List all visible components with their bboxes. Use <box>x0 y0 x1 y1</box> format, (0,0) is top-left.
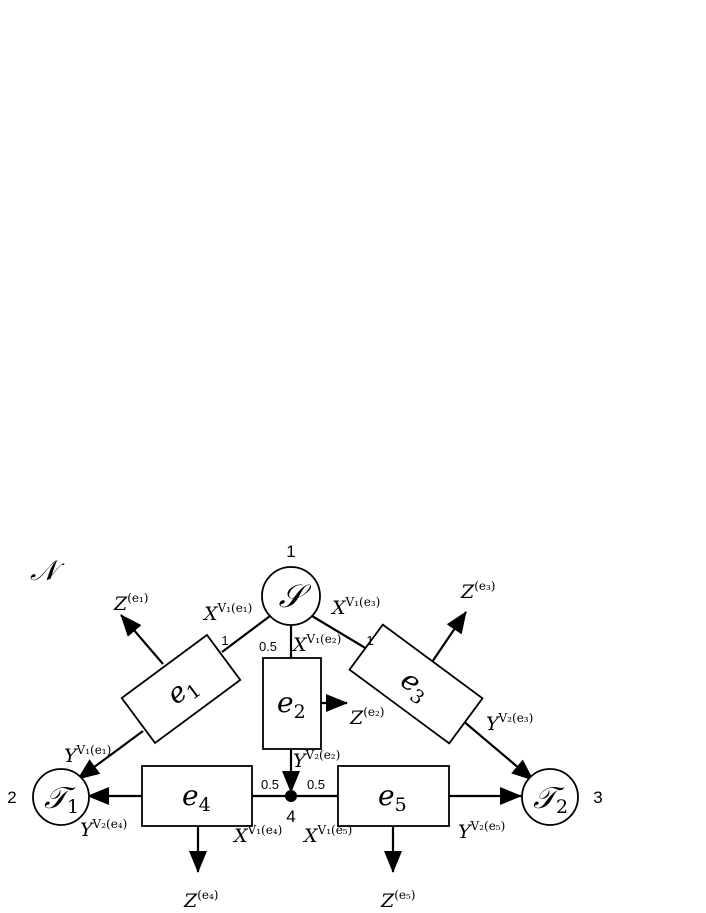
junction-id: 4 <box>286 807 295 826</box>
arrow-e1-t1 <box>77 730 144 780</box>
variable-label: XV₁(e₃) <box>330 595 380 619</box>
edge-e2: e2 <box>262 657 322 750</box>
variable-label: XV₁(e₅) <box>302 823 352 847</box>
weight-label: 0.5 <box>307 777 325 792</box>
variable-label: XV₁(e₁) <box>202 601 252 625</box>
weight-label: 0.5 <box>261 777 279 792</box>
variable-label: Z(e₁) <box>113 591 148 615</box>
variable-label: XV₁(e₄) <box>232 823 282 847</box>
source-id: 1 <box>286 542 295 561</box>
line-s-e3 <box>311 615 373 653</box>
arrow-z-e1 <box>120 614 164 665</box>
terminal2-id: 3 <box>593 788 602 807</box>
node-junction: 4 <box>285 790 297 826</box>
variable-label: YV₁(e₁) <box>64 743 111 767</box>
line-s-e1 <box>221 615 271 653</box>
variable-label: Z(e₃) <box>460 579 495 603</box>
arrow-z-e3 <box>431 611 467 663</box>
variable-label: YV₂(e₄) <box>80 817 127 841</box>
edge-e4: e4 <box>141 765 253 827</box>
variable-label: XV₁(e₂) <box>291 632 341 656</box>
weight-label: 1 <box>366 633 373 648</box>
node-source: 𝒮 1 <box>261 542 321 626</box>
terminal1-id: 2 <box>7 788 16 807</box>
edge-e2-label: e2 <box>277 686 306 723</box>
node-terminal2: 𝒯2 3 <box>521 768 603 826</box>
variable-label: YV₂(e₃) <box>486 711 533 735</box>
variable-label: Z(e₄) <box>183 888 218 912</box>
edge-e5: e5 <box>337 765 450 827</box>
variable-label: YV₂(e₅) <box>458 819 505 843</box>
edges-lines <box>77 611 534 873</box>
edge-e5-label: e5 <box>378 779 407 816</box>
edge-e3-label: e3 <box>392 663 437 710</box>
edge-e3: e3 <box>348 623 484 745</box>
arrow-e3-t2 <box>461 719 534 781</box>
variable-label: Z(e₂) <box>349 705 384 729</box>
variable-label: Z(e₅) <box>380 888 415 912</box>
variable-labels: Z(e₁) XV₁(e₁) XV₁(e₂) XV₁(e₃) Z(e₃) Z(e₂) YV₁(… <box>64 579 533 912</box>
variable-label: YV₂(e₂) <box>293 748 340 772</box>
edge-e1: e1 <box>120 633 242 745</box>
weight-label: 0.5 <box>259 639 277 654</box>
weight-label: 1 <box>221 633 228 648</box>
network-label: 𝒩 <box>30 554 65 587</box>
terminal1-symbol: 𝒯1 <box>44 781 79 818</box>
node-terminal1: 𝒯1 2 <box>7 768 90 826</box>
weight-labels: 1 0.5 1 0.5 0.5 <box>221 633 373 792</box>
edge-e4-label: e4 <box>182 779 211 816</box>
